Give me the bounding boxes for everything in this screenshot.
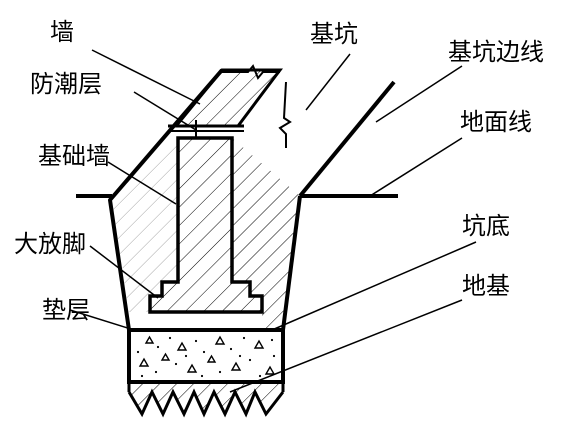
damp-proof-course <box>168 120 244 138</box>
label-pit: 基坑 <box>310 20 358 48</box>
label-foundation-soil: 地基 <box>462 272 510 300</box>
leader-footing-step <box>89 245 159 299</box>
label-damp-proof-course: 防潮层 <box>30 70 102 98</box>
cushion-layer <box>127 328 285 384</box>
leader-foundation-wall <box>107 161 177 205</box>
leader-pit-bottom <box>271 241 477 331</box>
leader-pit-edge <box>375 65 463 123</box>
foundation-soil <box>127 384 285 418</box>
leader-ground-line <box>369 137 463 197</box>
label-cushion: 垫层 <box>42 296 90 324</box>
leader-wall <box>91 49 201 105</box>
label-foundation-wall: 基础墙 <box>38 142 110 170</box>
wall-upper <box>172 64 283 128</box>
label-pit-edge: 基坑边线 <box>448 38 544 66</box>
label-pit-bottom: 坑底 <box>462 212 510 240</box>
backfill-left <box>112 138 178 312</box>
break-line <box>278 81 292 148</box>
label-wall: 墙 <box>50 18 74 46</box>
backfill-right <box>232 138 300 330</box>
label-ground-line: 地面线 <box>460 108 532 136</box>
leader-cushion <box>69 309 135 331</box>
pit-edge-right-upper <box>298 80 396 198</box>
label-footing-step: 大放脚 <box>14 230 86 258</box>
leader-foundation-soil <box>229 299 463 393</box>
leader-damp-proof <box>133 91 197 131</box>
leader-pit <box>305 53 351 111</box>
